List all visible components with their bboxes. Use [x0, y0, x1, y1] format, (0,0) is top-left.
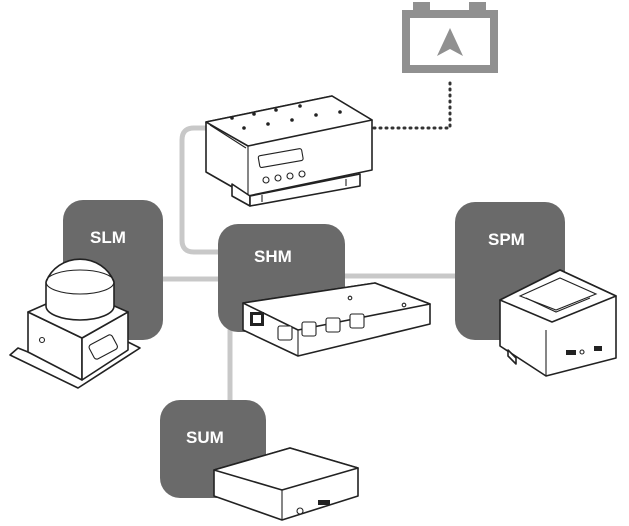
arrow-up-icon	[437, 28, 463, 56]
module-spm-label: SPM	[488, 230, 525, 249]
connection-lines	[157, 125, 461, 408]
spm-device	[499, 269, 617, 377]
display-control-unit	[205, 95, 373, 207]
sum-device	[213, 447, 359, 521]
battery-icon	[402, 2, 498, 73]
link-shm-display-unit	[179, 125, 221, 255]
dotted-link-battery	[360, 78, 452, 130]
module-slm-label: SLM	[90, 228, 126, 247]
shm-device	[242, 282, 431, 357]
module-sum-label: SUM	[186, 428, 224, 447]
slm-device	[9, 258, 141, 389]
module-shm-label: SHM	[254, 247, 292, 266]
